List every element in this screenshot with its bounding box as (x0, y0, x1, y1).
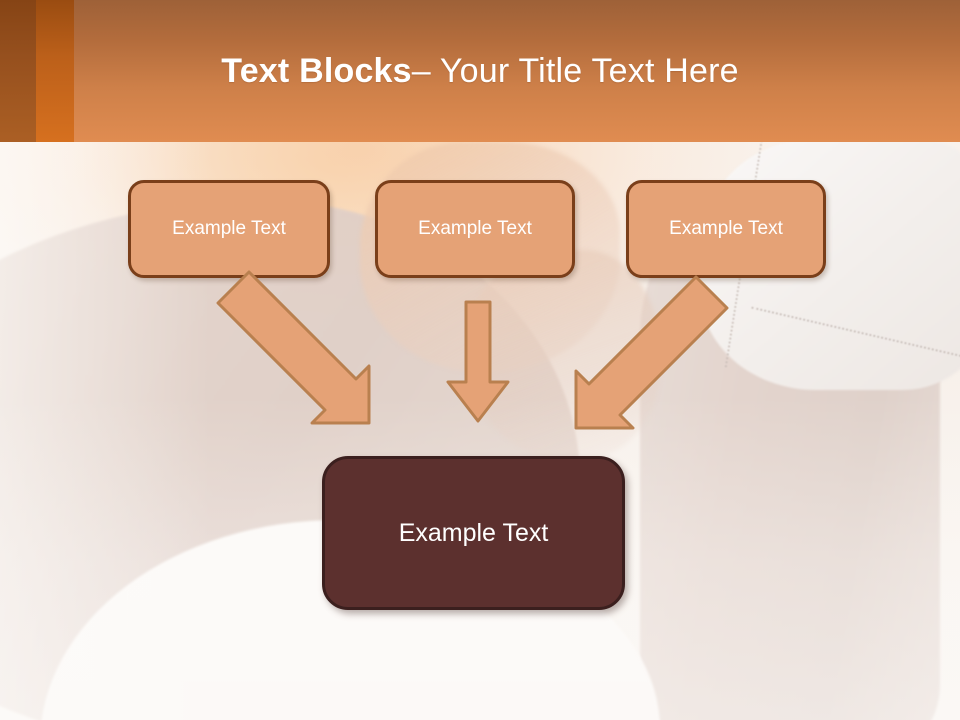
text-block-1[interactable]: Example Text (128, 180, 330, 278)
title-bar-left-band-dark (0, 0, 36, 142)
result-text-block[interactable]: Example Text (322, 456, 625, 610)
page-title-light: – Your Title Text Here (411, 51, 739, 90)
title-bar-left-band-bright (36, 0, 74, 142)
result-text-block-label: Example Text (398, 518, 549, 547)
text-block-2-label: Example Text (418, 218, 532, 239)
text-block-3-label: Example Text (669, 218, 783, 239)
page-title-bold: Text Blocks (221, 51, 412, 90)
title-bar-gradient (0, 0, 960, 142)
text-block-3[interactable]: Example Text (626, 180, 826, 278)
title-bar: Text Blocks – Your Title Text Here (0, 0, 960, 142)
text-block-2[interactable]: Example Text (375, 180, 575, 278)
text-block-1-label: Example Text (172, 218, 286, 239)
page-title: Text Blocks – Your Title Text Here (0, 0, 960, 142)
